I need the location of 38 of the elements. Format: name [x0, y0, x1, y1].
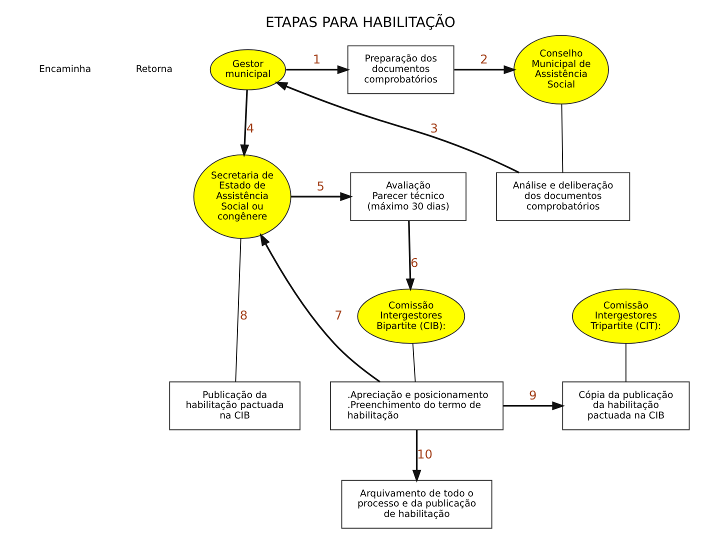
- edge-label: 2: [480, 52, 488, 67]
- arrow: [274, 82, 519, 174]
- arrow: [454, 65, 516, 74]
- connector: [234, 238, 241, 382]
- node-ellipse: Secretaria de Estado de Assistência Social ou congênere: [192, 154, 291, 239]
- edge-label: 7: [334, 308, 342, 322]
- edge-label: 3: [430, 122, 438, 136]
- edge-label: 9: [528, 388, 536, 403]
- connector: [560, 104, 563, 173]
- label: Retorna: [135, 64, 172, 76]
- edge-label: 1: [312, 52, 320, 67]
- edge-label: 5: [316, 179, 324, 194]
- label: Encaminha: [38, 64, 91, 76]
- node-box: Publicação da habilitação pactuada na CIB: [168, 381, 300, 430]
- connector: [412, 343, 416, 382]
- node-box: .Apreciação e posicionamento .Preenchimento do termo de habilitação: [330, 381, 504, 430]
- node-box: Avaliação Parecer técnico (máximo 30 dias): [350, 172, 466, 222]
- arrow: [240, 90, 249, 158]
- arrow: [502, 401, 564, 410]
- edge-label: 10: [416, 447, 432, 462]
- arrow: [405, 220, 414, 292]
- node-ellipse: Comissão Intergestores Tripartite (CIT):: [571, 288, 680, 344]
- node-ellipse: Gestor municipal: [209, 49, 286, 90]
- connector: [624, 343, 626, 382]
- arrow: [412, 430, 421, 483]
- edge-label: 6: [410, 256, 418, 270]
- arrow: [286, 65, 350, 74]
- arrow: [259, 233, 380, 382]
- node-box: Análise e deliberação dos documentos comprobatórios: [496, 172, 630, 222]
- diagram-title: ETAPAS PARA HABILITAÇÃO: [265, 14, 455, 31]
- node-box: Cópia da publicação da habilitação pactuada na CIB: [562, 381, 690, 430]
- node-ellipse: Conselho Municipal de Assistência Social: [512, 34, 608, 104]
- node-box: Arquivamento de todo o processo e da publicação de habilitação: [340, 480, 492, 529]
- node-ellipse: Comissão Intergestores Bipartite (CIB):: [356, 288, 465, 344]
- arrow: [290, 192, 352, 202]
- node-box: Preparação dos documentos comprobatórios: [346, 45, 454, 94]
- edge-label: 8: [239, 308, 248, 322]
- edge-label: 4: [246, 122, 254, 136]
